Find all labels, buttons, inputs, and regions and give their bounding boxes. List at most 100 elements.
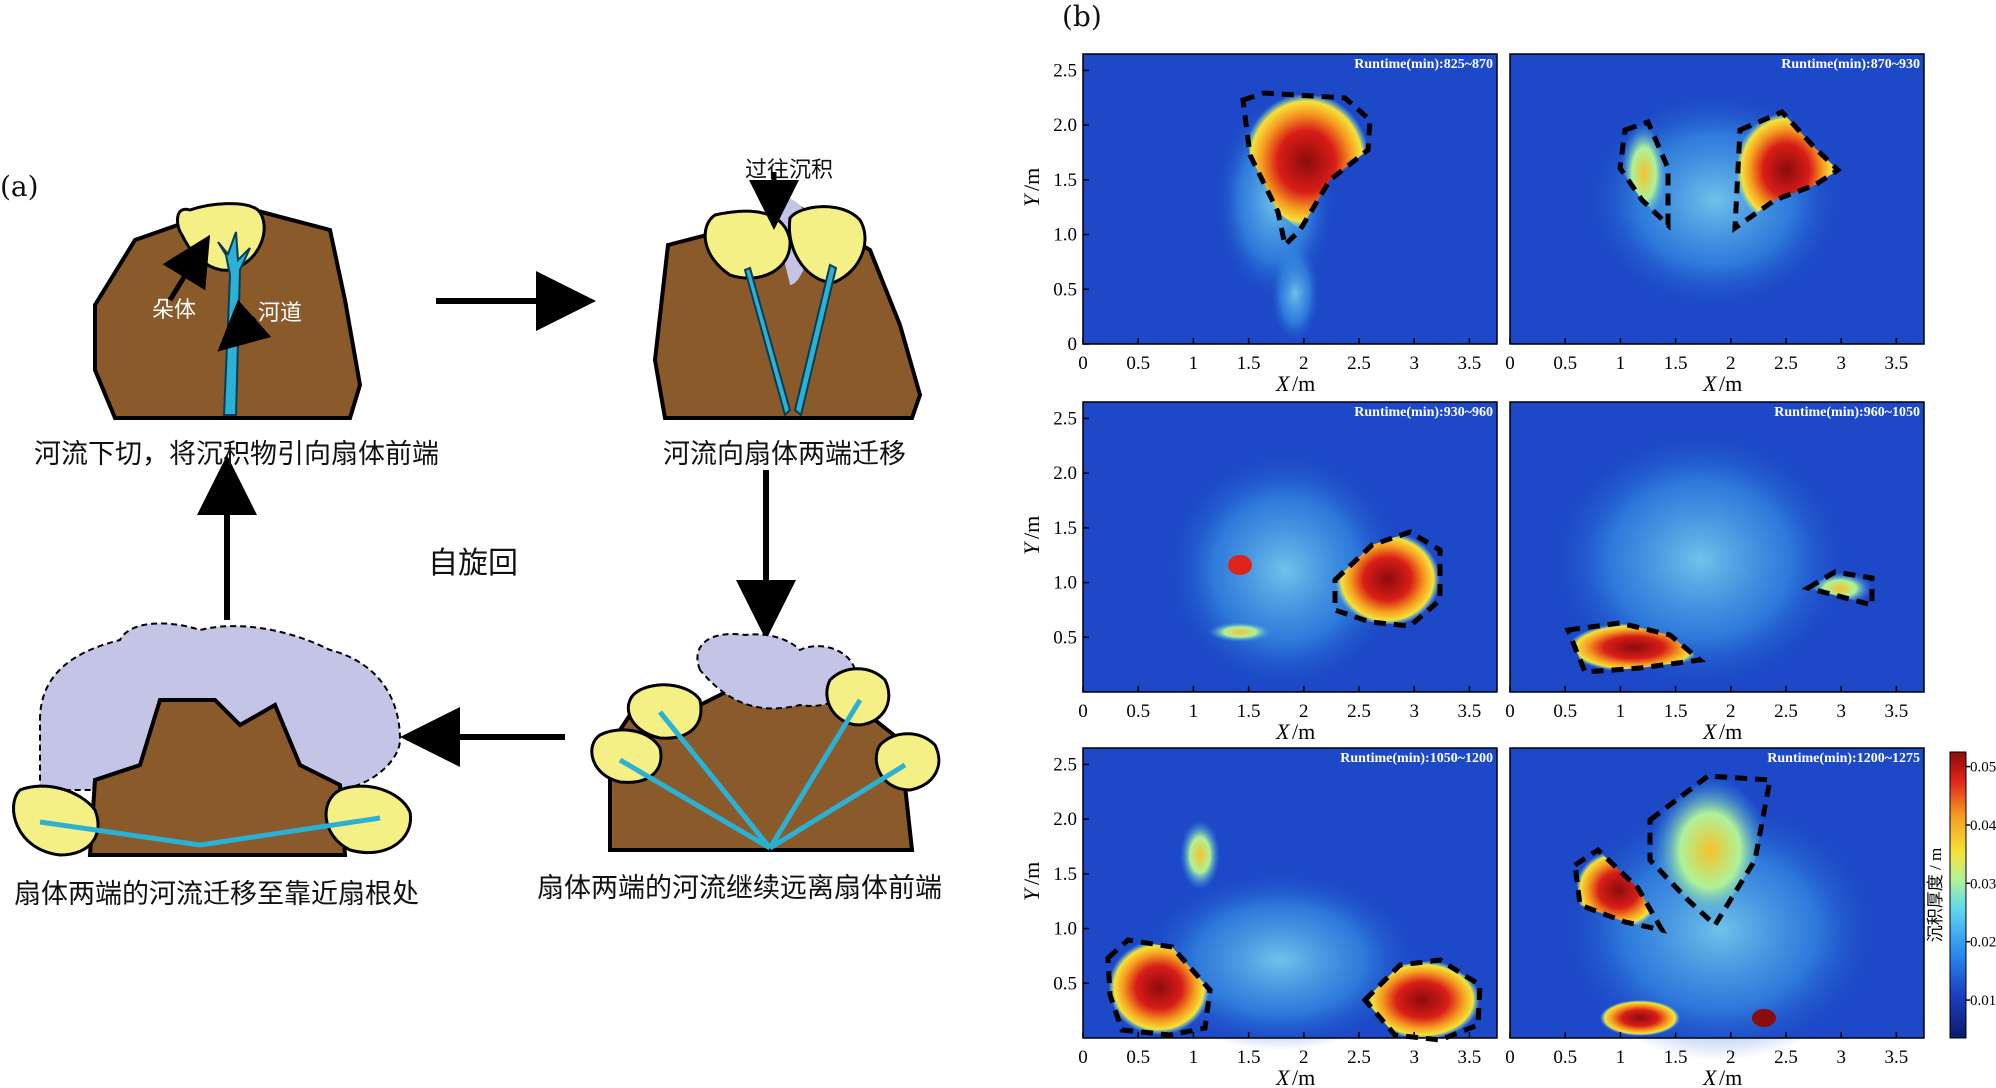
x-axis-unit: /m [1719,371,1742,396]
channel-label: 河道 [258,301,303,326]
x-tick-label: 0 [1505,1047,1515,1068]
y-tick-label: 1.5 [1053,170,1077,191]
x-tick-label: 3.5 [1885,353,1909,374]
x-tick-label: 3 [1836,1047,1846,1068]
y-tick-label: 0 [1068,334,1078,355]
y-tick-label: 2.5 [1053,60,1077,81]
x-tick-label: 1 [1189,353,1199,374]
y-tick-label: 1.5 [1053,518,1077,539]
x-tick-label: 0 [1505,353,1515,374]
y-tick-label: 2.5 [1053,754,1077,775]
y-tick-label: 1.5 [1053,864,1077,885]
stage1-fan [93,202,363,420]
y-axis-unit: /m [1019,862,1044,885]
x-tick-label: 2.5 [1774,701,1798,722]
x-tick-label: 2 [1299,701,1309,722]
x-axis-title: X [1275,371,1291,396]
x-tick-label: 3 [1409,353,1419,374]
x-tick-label: 2 [1726,701,1736,722]
x-tick-label: 0 [1078,1047,1088,1068]
x-axis-unit: /m [1719,1065,1742,1088]
colorbar-tick-label: 0.03 [1970,876,1996,892]
colorbar-tick-label: 0.01 [1970,993,1996,1009]
panel-b-label: (b) [1062,0,1102,33]
x-axis-title: X [1275,719,1291,744]
x-tick-label: 1 [1189,1047,1199,1068]
map-frame [1509,747,1925,1039]
x-tick-label: 2 [1299,1047,1309,1068]
stage3-caption: 扇体两端的河流继续远离扇体前端 [537,873,942,904]
y-axis-unit: /m [1019,516,1044,539]
y-tick-label: 2.0 [1053,809,1077,830]
map-870-930 [1510,54,1924,344]
y-tick-label: 2.0 [1053,115,1077,136]
x-axis-title: X [1702,719,1718,744]
runtime-label: Runtime(min):825~870 [1354,57,1493,72]
y-tick-label: 1.0 [1053,225,1077,246]
x-tick-label: 2 [1299,353,1309,374]
y-axis-title: Y [1019,540,1044,555]
x-tick-label: 1 [1189,701,1199,722]
colorbar-tick-label: 0.02 [1970,935,1996,951]
y-tick-label: 2.5 [1053,408,1077,429]
x-tick-label: 3.5 [1885,1047,1909,1068]
x-tick-label: 3 [1836,353,1846,374]
stage2-caption: 河流向扇体两端迁移 [663,439,906,470]
map-frame [1509,53,1925,345]
stage4-caption: 扇体两端的河流迁移至靠近扇根处 [14,879,419,910]
cycle-label: 自旋回 [428,546,518,581]
runtime-label: Runtime(min):960~1050 [1774,405,1920,420]
channel-pointer-arrow [217,299,272,352]
x-tick-label: 3 [1836,701,1846,722]
lobe-label: 朵体 [152,298,197,323]
stage2-fan [652,172,923,420]
colorbar-tick-label: 0.04 [1970,818,1996,834]
colorbar-gradient [1949,751,1967,1039]
x-axis-unit: /m [1292,1065,1315,1088]
stage3-fan [590,633,941,852]
y-axis-title: Y [1019,192,1044,207]
x-tick-label: 0.5 [1553,1047,1577,1068]
map-960-1050 [1510,402,1924,692]
x-tick-label: 1.5 [1664,1047,1688,1068]
y-tick-label: 0.5 [1053,279,1077,300]
x-tick-label: 2.5 [1347,1047,1371,1068]
x-tick-label: 1 [1616,701,1626,722]
x-tick-label: 0.5 [1126,701,1150,722]
x-tick-label: 1.5 [1664,353,1688,374]
stage1-caption: 河流下切，将沉积物引向扇体前端 [34,439,439,470]
map-1200-1275 [1510,748,1924,1060]
x-tick-label: 0.5 [1126,353,1150,374]
x-axis-unit: /m [1292,371,1315,396]
map-825-870 [1083,54,1497,344]
x-axis-unit: /m [1719,719,1742,744]
map-930-960 [1083,402,1497,692]
x-axis-title: X [1702,1065,1718,1088]
runtime-label: Runtime(min):870~930 [1781,57,1920,72]
x-tick-label: 2 [1726,353,1736,374]
x-tick-label: 3.5 [1885,701,1909,722]
y-axis-title: Y [1019,886,1044,901]
colorbar-tick-label: 0.05 [1970,760,1996,776]
x-tick-label: 1 [1616,1047,1626,1068]
map-1050-1200 [1083,748,1497,1050]
panel-a-diagram [12,172,941,857]
x-tick-label: 0.5 [1126,1047,1150,1068]
map-frame [1082,53,1498,345]
colorbar-title: 沉积厚度 / m [1926,848,1945,942]
x-tick-label: 2.5 [1774,1047,1798,1068]
runtime-label: Runtime(min):1050~1200 [1340,751,1493,766]
panel-a-label: (a) [0,170,39,203]
x-tick-label: 3.5 [1458,701,1482,722]
x-tick-label: 2.5 [1774,353,1798,374]
x-tick-label: 2 [1726,1047,1736,1068]
x-tick-label: 1 [1616,353,1626,374]
x-tick-label: 1.5 [1664,701,1688,722]
x-tick-label: 0 [1078,353,1088,374]
y-tick-label: 0.5 [1053,973,1077,994]
x-tick-label: 0.5 [1553,353,1577,374]
x-tick-label: 3.5 [1458,1047,1482,1068]
x-tick-label: 3 [1409,1047,1419,1068]
map-frame [1082,401,1498,693]
